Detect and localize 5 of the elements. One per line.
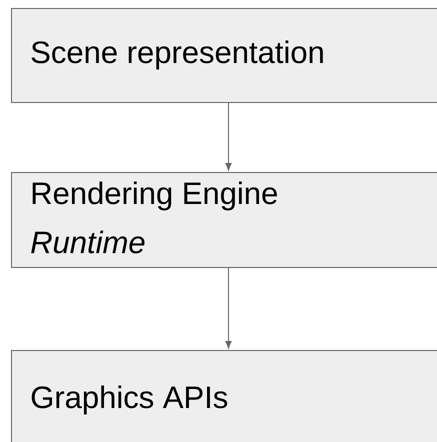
process-box: Scene representation (11, 8, 437, 103)
arrow (225, 268, 232, 348)
process-box: Rendering Engine Runtime (11, 172, 437, 268)
process-box: Graphics APIs (11, 350, 437, 442)
arrow (225, 102, 232, 170)
